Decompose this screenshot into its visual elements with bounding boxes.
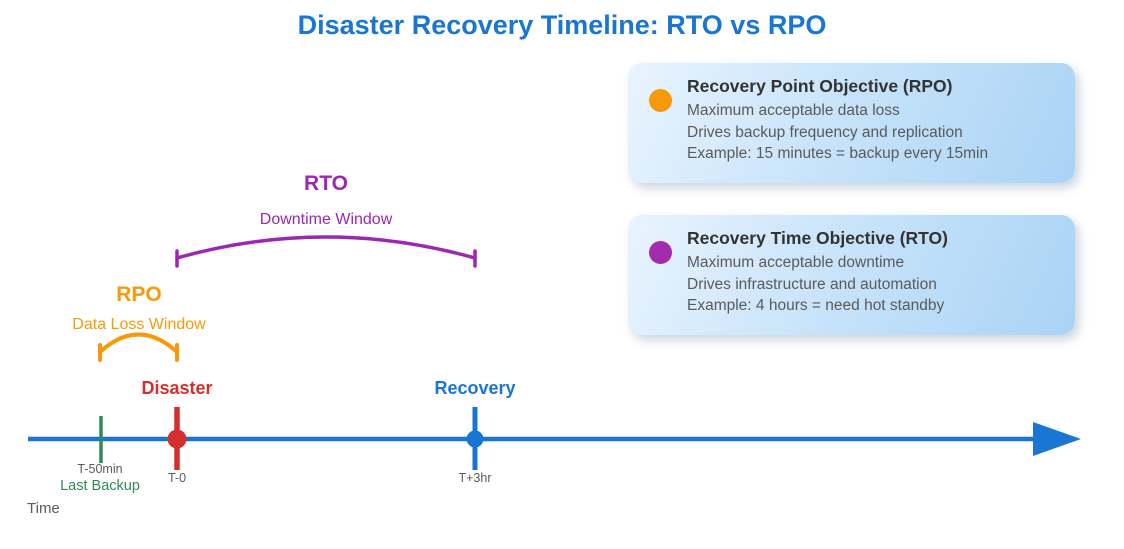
rpo-brace-arc [98,332,179,354]
disaster-time-label: T-0 [167,471,187,485]
rpo-legend-card: Recovery Point Objective (RPO) Maximum a… [628,63,1075,183]
rto-brace-sublabel: Downtime Window [259,211,393,228]
rpo-card-line: Drives backup frequency and replication [687,123,963,141]
recovery-time-label: T+3hr [458,471,492,485]
rto-card-line: Drives infrastructure and automation [687,275,937,293]
time-axis-label: Time [27,500,60,517]
last-backup-time-label: T-50min [77,462,123,476]
orange-circle-icon [649,89,672,112]
disaster-marker-dot [167,429,187,449]
rpo-card-title: Recovery Point Objective (RPO) [687,76,953,96]
rto-card-line: Maximum acceptable downtime [687,254,905,271]
last-backup-label: Last Backup [60,478,140,494]
rpo-card-body: Recovery Point Objective (RPO) Maximum a… [687,76,988,165]
rto-legend-card: Recovery Time Objective (RTO) Maximum ac… [628,215,1075,335]
rto-brace-arc [175,235,477,260]
recovery-marker-dot [466,430,484,448]
recovery-label: Recovery [434,378,516,398]
rpo-card-line: Maximum acceptable data loss [687,102,900,119]
purple-circle-icon [649,241,672,264]
rto-card-title: Recovery Time Objective (RTO) [687,228,948,248]
page-title: Disaster Recovery Timeline: RTO vs RPO [297,10,827,40]
rto-brace [175,235,477,268]
rto-card-line: Example: 4 hours = need hot standby [687,297,945,314]
rto-card-body: Recovery Time Objective (RTO) Maximum ac… [687,228,948,317]
disaster-label: Disaster [141,378,213,398]
rpo-brace-sublabel: Data Loss Window [72,316,206,333]
rto-brace-label: RTO [304,172,348,195]
rpo-brace [98,332,179,362]
rpo-card-line: Example: 15 minutes = backup every 15min [687,145,989,162]
rpo-brace-label: RPO [116,283,162,306]
timeline-arrowhead-icon [1033,422,1081,456]
